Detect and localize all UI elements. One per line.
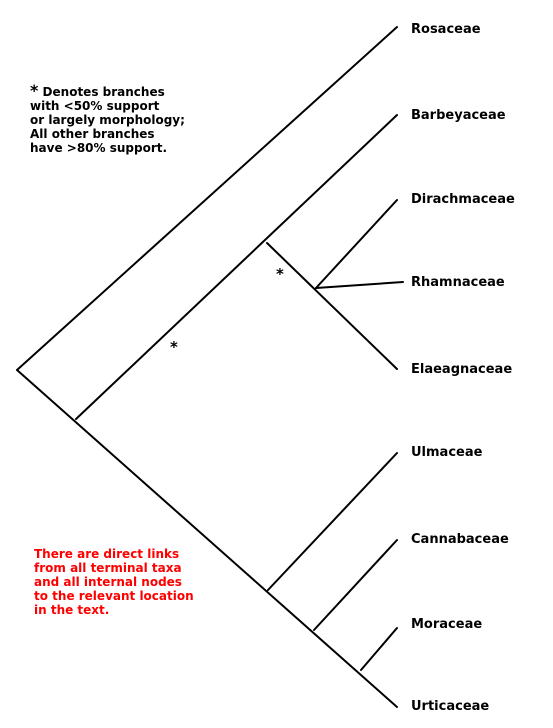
support-legend-text-1: Denotes branches — [38, 85, 165, 99]
taxon-moraceae[interactable]: Moraceae — [411, 617, 482, 632]
asterisk-marker-rhamnaceae-node: * — [276, 265, 284, 283]
asterisk-marker-barbeyaceae-node: * — [170, 338, 178, 356]
branch-rhamnaceae[interactable] — [315, 281, 404, 289]
taxon-ulmaceae[interactable]: Ulmaceae — [411, 445, 483, 460]
branch-cannabaceae[interactable] — [313, 539, 398, 631]
taxon-dirachmaceae[interactable]: Dirachmaceae — [411, 192, 515, 207]
links-note-line-2: from all terminal taxa — [34, 561, 182, 575]
branch-elaeagnaceae[interactable] — [266, 242, 398, 370]
branch-root-urticaceae[interactable] — [16, 369, 398, 708]
taxon-rhamnaceae[interactable]: Rhamnaceae — [411, 275, 505, 290]
support-legend-line-3: or largely morphology; — [30, 113, 185, 127]
support-legend: * Denotes branches with <50% support or … — [30, 81, 185, 156]
branch-ulmaceae[interactable] — [267, 452, 398, 591]
branch-moraceae[interactable] — [360, 627, 398, 671]
taxon-urticaceae[interactable]: Urticaceae — [411, 699, 489, 714]
taxon-elaeagnaceae[interactable]: Elaeagnaceae — [411, 362, 512, 377]
taxon-barbeyaceae[interactable]: Barbeyaceae — [411, 108, 506, 123]
support-legend-line-5: have >80% support. — [30, 141, 168, 155]
branch-dirachmaceae[interactable] — [315, 199, 398, 289]
taxon-cannabaceae[interactable]: Cannabaceae — [411, 532, 509, 547]
branch-rosaceae[interactable] — [16, 26, 398, 371]
links-note: There are direct links from all terminal… — [34, 547, 194, 617]
links-note-line-4: to the relevant location — [34, 589, 194, 603]
support-legend-line-2: with <50% support — [30, 99, 160, 113]
branch-barbeyaceae[interactable] — [75, 114, 398, 420]
links-note-line-1: There are direct links — [34, 547, 180, 561]
taxon-rosaceae[interactable]: Rosaceae — [411, 22, 481, 37]
links-note-line-5: in the text. — [34, 603, 110, 617]
support-legend-line-1: * Denotes branches — [30, 81, 185, 100]
links-note-line-3: and all internal nodes — [34, 575, 182, 589]
asterisk-symbol: * — [30, 81, 39, 100]
support-legend-line-4: All other branches — [30, 127, 155, 141]
